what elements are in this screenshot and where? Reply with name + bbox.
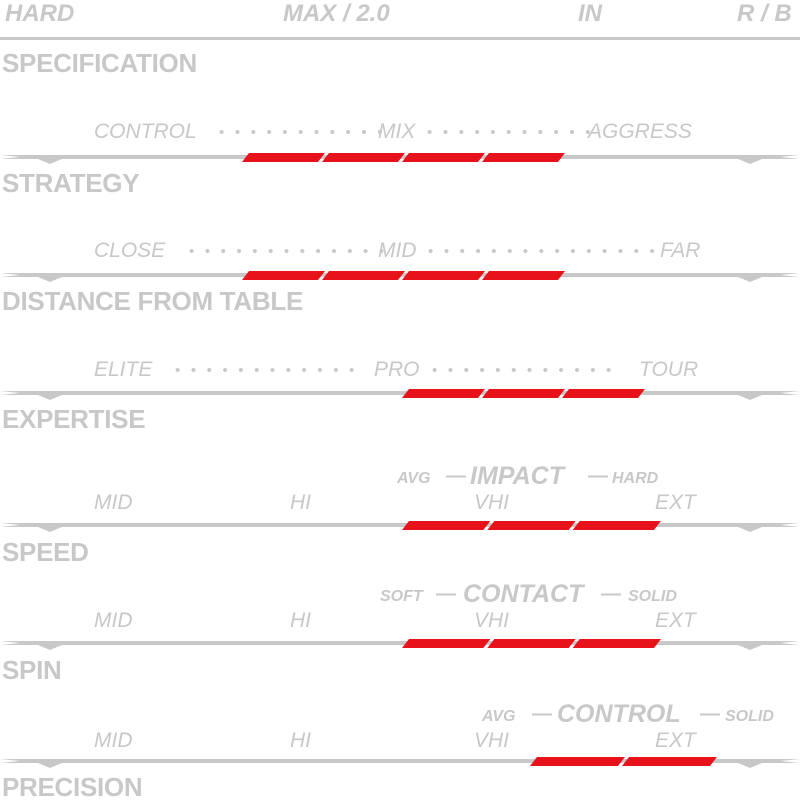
distance-left-label: CLOSE — [94, 239, 166, 262]
section-title-speed: SPEED — [2, 537, 89, 567]
level-segment — [242, 271, 325, 280]
dot-leader: • • • • • • • • • • • — [219, 124, 386, 141]
dot-leader: • • • • • • • • • • • • — [432, 362, 615, 379]
level-segment — [487, 639, 576, 648]
contact-dash: — — [601, 583, 621, 605]
level-segment — [482, 389, 565, 398]
speed-rule — [0, 521, 800, 532]
rule-arrow — [738, 645, 762, 650]
strategy-mid-label: MIX — [378, 120, 416, 143]
spin-tick-label: MID — [94, 609, 133, 632]
expertise-mid-label: PRO — [374, 358, 420, 381]
speed-tick-label: MID — [94, 491, 133, 514]
strategy-right-label: AGGRESS — [588, 120, 692, 143]
section-title-precision: PRECISION — [2, 772, 143, 802]
spin-tick-label: HI — [290, 609, 311, 632]
precision-tick-label: MID — [94, 729, 133, 752]
contact-right-label: SOLID — [628, 588, 677, 605]
strategy-left-label: CONTROL — [94, 120, 197, 143]
level-segment — [322, 271, 405, 280]
dot-leader: • • • • • • • • • • • — [427, 124, 594, 141]
hardness-label: HARD — [5, 0, 75, 27]
impact-left-label: AVG — [397, 470, 431, 487]
category-label: IN — [578, 0, 602, 27]
impact-title: IMPACT — [470, 462, 564, 490]
speed-tick-label: HI — [290, 491, 311, 514]
control-left-label: AVG — [482, 708, 516, 725]
section-title-expertise: EXPERTISE — [2, 404, 146, 434]
rule-arrow — [738, 159, 762, 164]
level-segment — [402, 389, 485, 398]
rule-arrow — [738, 763, 762, 768]
level-segment — [572, 639, 661, 648]
dot-leader: • • • • • • • • • • • • • • • — [428, 243, 658, 260]
speed-tick-label: EXT — [655, 491, 696, 514]
level-segment — [402, 271, 485, 280]
precision-tick-label: EXT — [655, 729, 696, 752]
level-segment — [622, 757, 717, 766]
level-segment — [562, 389, 645, 398]
rule-line — [0, 523, 800, 527]
dot-leader: • • • • • • • • • • • • • — [189, 243, 388, 260]
level-segment — [482, 271, 565, 280]
rule-line — [0, 641, 800, 645]
rule-arrow — [38, 645, 62, 650]
contact-dash: — — [436, 583, 456, 605]
level-segment — [322, 153, 405, 162]
level-segment — [487, 521, 576, 530]
control-dash: — — [700, 703, 720, 725]
level-segment — [572, 521, 661, 530]
rule-arrow — [738, 395, 762, 400]
spin-tick-label: VHI — [474, 609, 510, 632]
section-title-distance: DISTANCE FROM TABLE — [2, 286, 303, 316]
control-dash: — — [532, 703, 552, 725]
rule-arrow — [738, 277, 762, 282]
impact-dash: — — [588, 465, 608, 487]
control-right-label: SOLID — [725, 708, 774, 725]
side-label: R / B — [737, 0, 792, 27]
level-segment — [402, 639, 491, 648]
speed-rating-label: MAX / 2.0 — [283, 0, 390, 27]
control-title: CONTROL — [557, 700, 681, 728]
expertise-right-label: TOUR — [639, 358, 699, 381]
rule-line — [0, 391, 800, 395]
strategy-rule — [0, 153, 800, 164]
rule-arrow — [38, 763, 62, 768]
level-segment — [242, 153, 325, 162]
section-title-strategy: STRATEGY — [2, 168, 140, 198]
rule-arrow — [38, 159, 62, 164]
level-segment — [482, 153, 565, 162]
distance-rule — [0, 271, 800, 282]
level-segment — [402, 521, 491, 530]
contact-title: CONTACT — [463, 580, 584, 608]
rule-arrow — [38, 277, 62, 282]
impact-right-label: HARD — [612, 470, 659, 487]
expertise-left-label: ELITE — [94, 358, 153, 381]
expertise-rule — [0, 389, 800, 400]
precision-tick-label: VHI — [474, 729, 510, 752]
rule-arrow — [738, 527, 762, 532]
section-title-spin: SPIN — [2, 655, 62, 685]
rule-arrow — [38, 527, 62, 532]
impact-dash: — — [446, 465, 466, 487]
spin-tick-label: EXT — [655, 609, 696, 632]
distance-right-label: FAR — [660, 239, 701, 262]
precision-rule — [0, 757, 800, 768]
contact-left-label: SOFT — [380, 588, 423, 605]
distance-mid-label: MID — [378, 239, 417, 262]
level-segment — [530, 757, 625, 766]
precision-tick-label: HI — [290, 729, 311, 752]
dot-leader: • • • • • • • • • • • • — [175, 362, 358, 379]
rule-arrow — [38, 395, 62, 400]
speed-tick-label: VHI — [474, 491, 510, 514]
level-segment — [402, 153, 485, 162]
spin-rule — [0, 639, 800, 650]
header-divider — [0, 37, 800, 40]
section-title-specification: SPECIFICATION — [2, 48, 197, 78]
